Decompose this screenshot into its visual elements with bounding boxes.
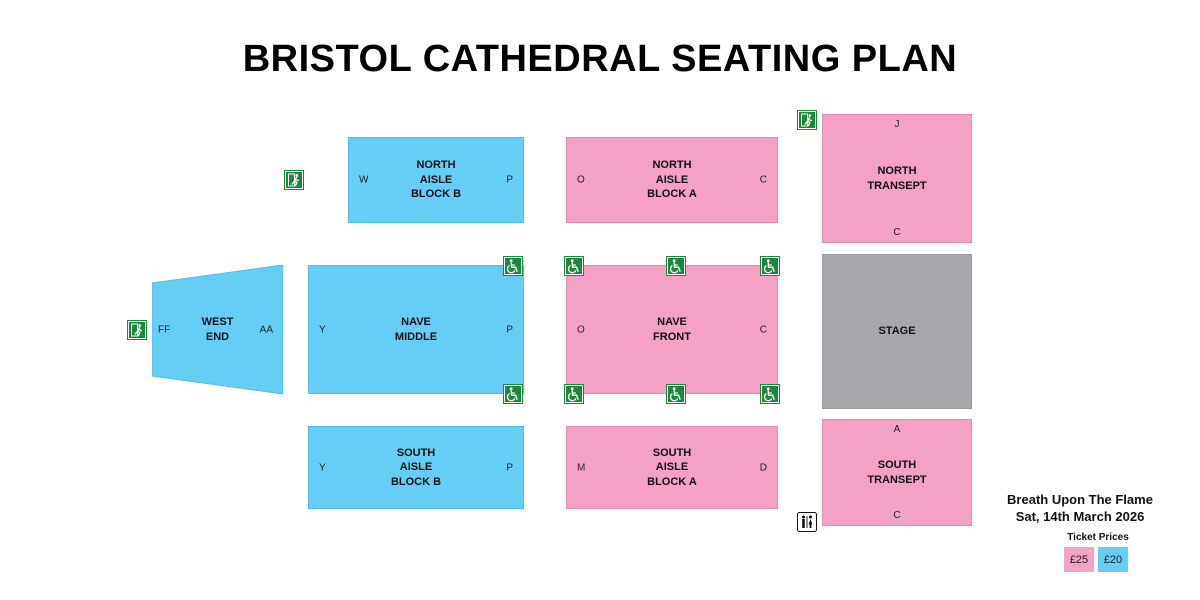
block-name: SOUTH AISLE BLOCK B	[390, 446, 442, 488]
page-title: BRISTOL CATHEDRAL SEATING PLAN	[242, 38, 958, 80]
row-label-left: FF	[158, 324, 171, 335]
row-label-top: J	[894, 119, 900, 130]
row-label-bottom: C	[893, 510, 901, 521]
row-label-right: P	[506, 462, 513, 473]
emergency-exit-icon	[127, 320, 147, 340]
price-swatch-20: £20	[1098, 547, 1128, 572]
wheelchair-icon	[503, 384, 523, 404]
block-south-transept[interactable]: SOUTH TRANSEPT A C	[822, 419, 972, 526]
wheelchair-icon	[503, 256, 523, 276]
price-swatch-25: £25	[1064, 547, 1094, 572]
block-north-transept[interactable]: NORTH TRANSEPT J C	[822, 114, 972, 243]
emergency-exit-icon	[284, 170, 304, 190]
row-label-left: M	[577, 462, 586, 473]
row-label-top: A	[893, 424, 901, 435]
block-name: SOUTH AISLE BLOCK A	[647, 446, 697, 488]
wheelchair-icon	[760, 384, 780, 404]
block-name: NORTH AISLE BLOCK B	[410, 159, 462, 201]
wheelchair-icon	[760, 256, 780, 276]
row-label-left: O	[577, 324, 585, 335]
block-name: NAVE FRONT	[653, 316, 691, 343]
ticket-prices-label: Ticket Prices	[1067, 532, 1129, 543]
wheelchair-icon	[666, 256, 686, 276]
event-name: Breath Upon The Flame	[1007, 492, 1153, 507]
row-label-left: O	[577, 174, 585, 186]
wheelchair-icon	[666, 384, 686, 404]
block-west-end[interactable]: WEST END FF AA	[152, 265, 283, 394]
row-label-right: AA	[259, 324, 273, 335]
row-label-right: D	[759, 462, 767, 473]
row-label-right: C	[759, 324, 767, 335]
row-label-right: P	[506, 174, 513, 186]
block-nave-middle[interactable]: NAVE MIDDLE Y P	[308, 265, 524, 394]
row-label-left: Y	[319, 462, 326, 473]
block-name: NAVE MIDDLE	[394, 316, 438, 343]
block-name: WEST END	[201, 316, 234, 343]
wheelchair-icon	[564, 256, 584, 276]
row-label-right: P	[506, 324, 513, 335]
block-north-aisle-b[interactable]: NORTH AISLE BLOCK B W P	[348, 137, 524, 223]
west-end-shape	[152, 265, 283, 394]
stage-label: STAGE	[878, 325, 916, 338]
event-date: Sat, 14th March 2026	[1015, 509, 1145, 524]
block-north-aisle-a[interactable]: NORTH AISLE BLOCK A O C	[566, 137, 778, 223]
block-name: NORTH TRANSEPT	[867, 165, 927, 192]
row-label-left: Y	[319, 324, 326, 335]
wheelchair-icon	[564, 384, 584, 404]
stage: STAGE	[822, 254, 972, 409]
row-label-right: C	[759, 174, 767, 186]
emergency-exit-icon	[797, 110, 817, 130]
toilets-icon	[797, 512, 817, 532]
block-name: NORTH AISLE BLOCK A	[647, 159, 697, 201]
row-label-left: W	[359, 174, 369, 186]
event-info: Breath Upon The Flame Sat, 14th March 20…	[1000, 491, 1160, 525]
block-south-aisle-a[interactable]: SOUTH AISLE BLOCK A M D	[566, 426, 778, 509]
row-label-bottom: C	[893, 227, 901, 238]
block-name: SOUTH TRANSEPT	[867, 459, 927, 486]
block-south-aisle-b[interactable]: SOUTH AISLE BLOCK B Y P	[308, 426, 524, 509]
block-nave-front[interactable]: NAVE FRONT O C	[566, 265, 778, 394]
